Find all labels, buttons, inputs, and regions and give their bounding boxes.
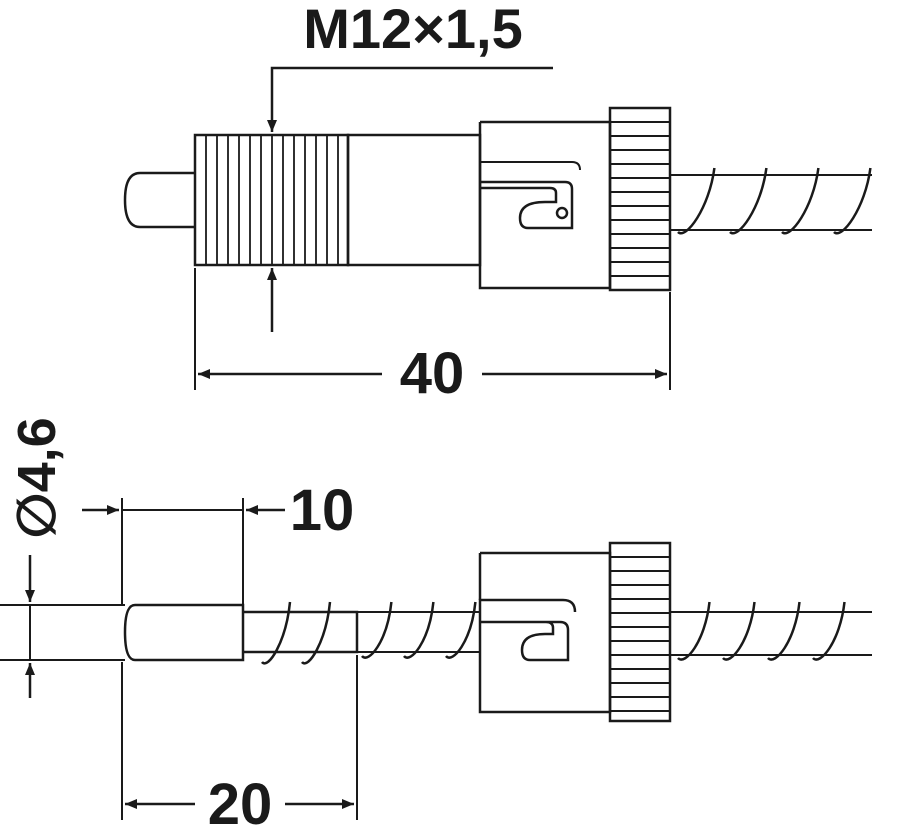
diameter-label: ∅4,6 [7, 417, 67, 538]
probe-length-label: 20 [208, 772, 273, 828]
spring-left [261, 601, 332, 665]
knurl-lines-lower [610, 556, 670, 712]
thread-lines [205, 135, 339, 265]
knurled-nut [608, 106, 672, 292]
spring-middle [361, 601, 477, 659]
probe-shaft [243, 610, 359, 654]
diameter-dimension [0, 555, 125, 698]
bayonet-housing [478, 120, 612, 290]
tip-length-label: 10 [290, 478, 355, 543]
thread-label: M12×1,5 [303, 0, 523, 60]
spring [677, 167, 872, 235]
tip-length-dimension [82, 498, 285, 605]
bottom-assembly [123, 541, 872, 723]
body-section [346, 133, 482, 267]
thread-callout [267, 66, 553, 332]
probe-tip [123, 603, 245, 662]
length-label: 40 [400, 341, 465, 406]
knurl-lines [610, 121, 670, 277]
top-pin [123, 171, 195, 229]
spring-right [677, 601, 846, 661]
bayonet-housing-lower [478, 551, 612, 714]
knurled-nut-lower [608, 541, 672, 723]
bayonet-pin [555, 206, 569, 220]
top-assembly [123, 106, 872, 292]
length-dimension [194, 268, 671, 390]
probe-length-dimension [121, 655, 358, 820]
